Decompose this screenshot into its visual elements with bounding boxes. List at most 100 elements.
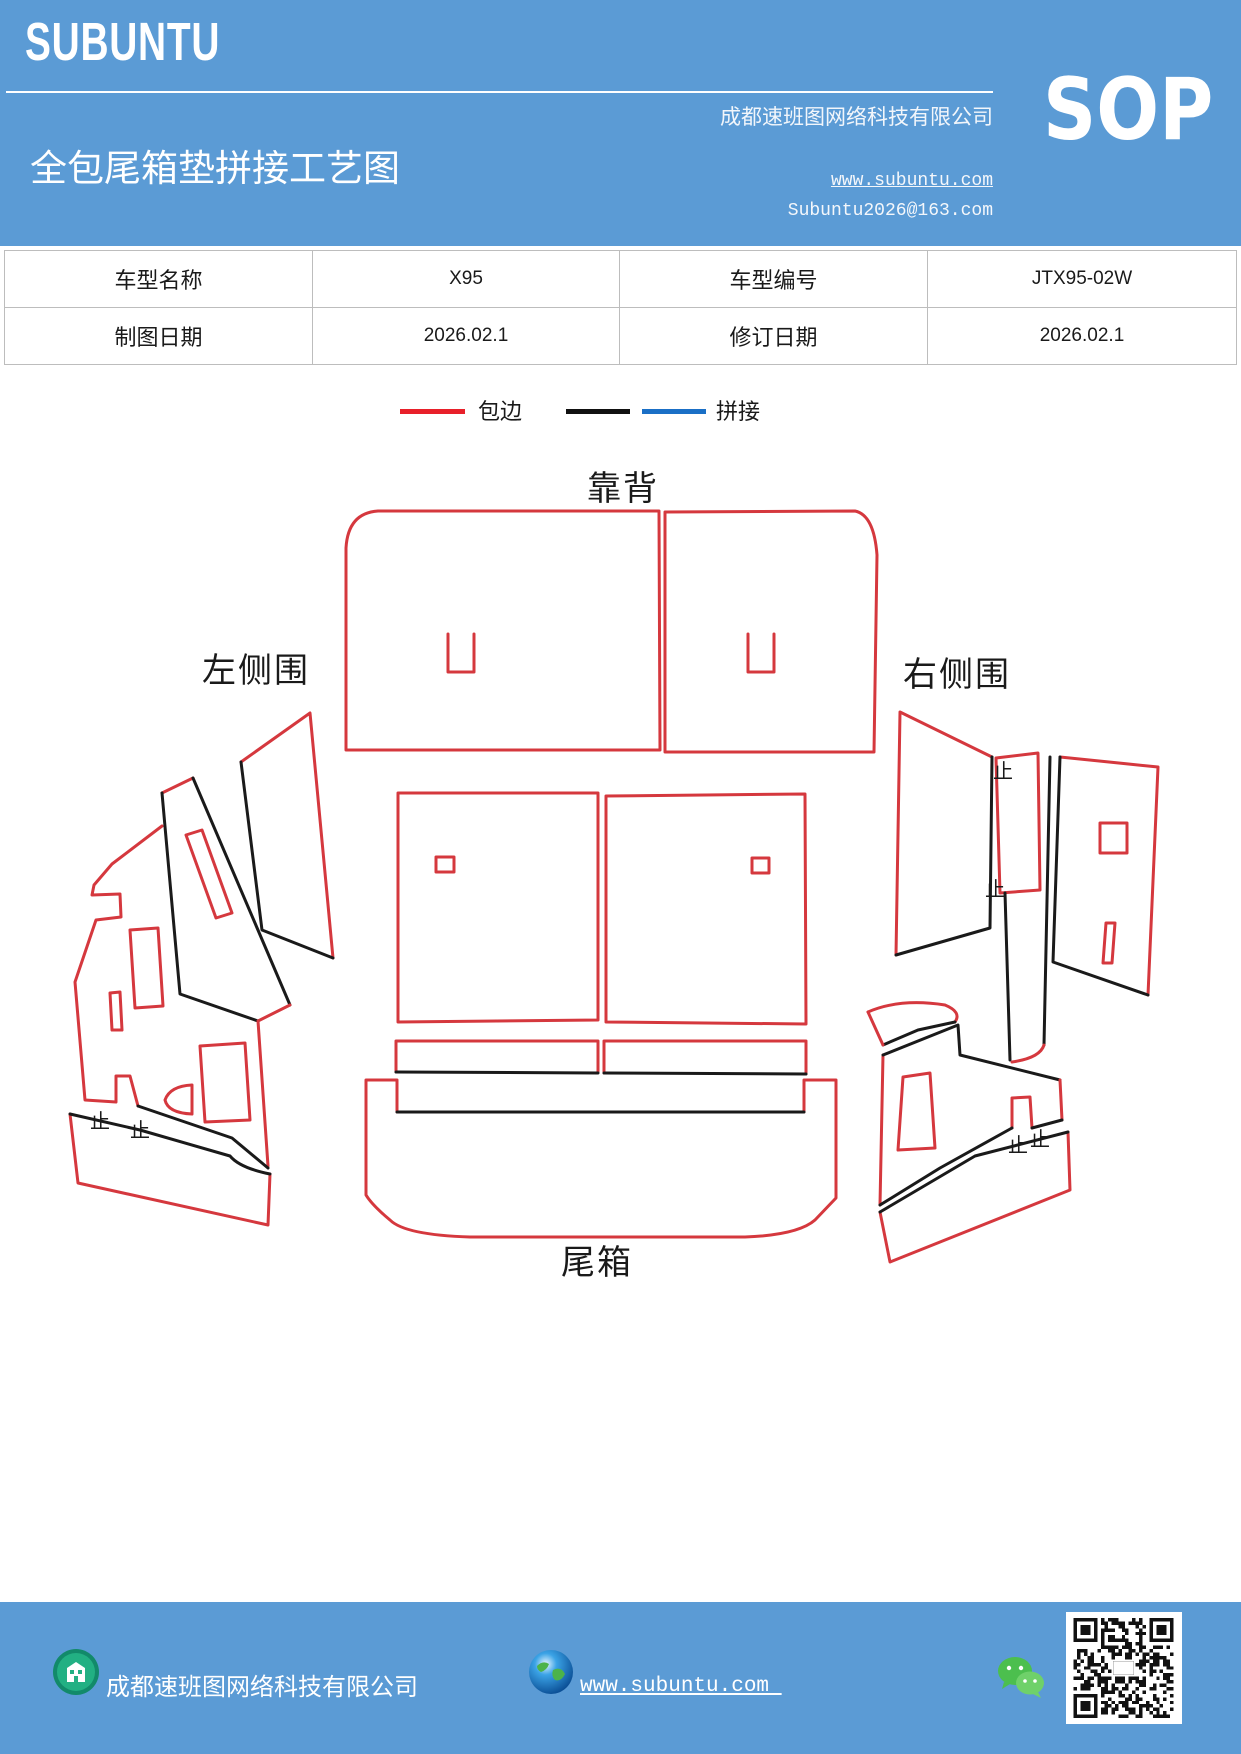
document-title: 全包尾箱垫拼接工艺图: [30, 147, 400, 190]
panel-outline: [604, 792, 808, 1026]
piece-seam: [191, 776, 292, 1007]
piece-edge: [878, 1053, 885, 1207]
model-name-label: 车型名称: [4, 250, 313, 308]
sop-badge: SOP: [1043, 60, 1214, 160]
piece-seam: [878, 1130, 1070, 1214]
legend-black-line: [566, 409, 630, 414]
floor-right-panel: [604, 792, 808, 1026]
stop-mark: 止: [993, 759, 1013, 783]
u-notch: [746, 632, 776, 674]
piece-edge: [73, 824, 164, 1108]
u-notch: [446, 632, 476, 674]
left-side-piece-a: [239, 711, 335, 960]
panel-outline: [344, 509, 662, 752]
piece-seam: [881, 1023, 1062, 1082]
right-side-piece-f: [994, 751, 1052, 1064]
piece-seam: [1030, 1118, 1064, 1130]
trunk-panel: [364, 1078, 838, 1239]
piece-seam: [894, 755, 994, 957]
strip-seam: [602, 1071, 808, 1076]
legend-label-binding: 包边: [478, 400, 523, 425]
strip-edge: [394, 1039, 600, 1074]
square-cutout: [1098, 821, 1129, 855]
piece-seam: [878, 1126, 1014, 1207]
stop-mark: 止: [1030, 1127, 1050, 1151]
square-cutout: [750, 856, 771, 875]
piece-edge: [994, 751, 1042, 895]
rect-cutout: [896, 1071, 937, 1152]
piece-seam: [881, 1020, 957, 1047]
right-side-piece-j: [878, 1130, 1072, 1264]
piece-seam: [136, 1104, 270, 1170]
slot-cutout: [1101, 921, 1117, 965]
legend-blue-line: [642, 409, 706, 414]
stop-mark: 止: [130, 1118, 150, 1142]
backrest-right-panel: [663, 509, 879, 754]
panel-outline: [396, 791, 600, 1024]
piece-edge: [1058, 1078, 1064, 1122]
floor-left-panel: [396, 791, 600, 1024]
strip-right: [602, 1039, 808, 1076]
piece-seam: [239, 760, 335, 960]
brand-logo: SUBUNTU: [25, 12, 221, 72]
piece-seam: [160, 791, 260, 1023]
rect-cutout: [128, 926, 165, 1010]
strip-edge: [602, 1039, 808, 1076]
piece-edge: [866, 1010, 885, 1047]
strip-left: [394, 1039, 600, 1075]
stop-mark: 止: [90, 1109, 110, 1133]
piece-edge: [1058, 755, 1160, 997]
trunk-edge: [364, 1078, 838, 1239]
website-link[interactable]: www.subuntu.com: [830, 171, 993, 191]
mat-layout-diagram: 靠背 左侧围 右侧围 尾箱: [68, 469, 1160, 1283]
rect-cutout: [108, 990, 124, 1032]
table-row: 车型名称 X95 车型编号 JTX95-02W: [4, 250, 1237, 308]
footer-banner: 成都速班图网络科技有限公司 www.subuntu.com: [0, 1602, 1241, 1754]
piece-edge: [894, 710, 994, 957]
stop-mark: 止: [985, 877, 1005, 901]
header-divider: [6, 91, 993, 93]
piece-seam: [1051, 755, 1150, 997]
drawing-date-value: 2026.02.1: [312, 307, 620, 365]
table-row: 制图日期 2026.02.1 修订日期 2026.02.1: [4, 307, 1237, 365]
qr-code: [1073, 1618, 1174, 1718]
backrest-left-panel: [344, 509, 662, 752]
model-name-value: X95: [312, 250, 620, 308]
wechat-icon: [998, 1657, 1044, 1698]
revision-date-label: 修订日期: [619, 307, 928, 365]
model-code-label: 车型编号: [619, 250, 928, 308]
piece-edge: [256, 1019, 270, 1168]
company-name: 成都速班图网络科技有限公司: [720, 105, 993, 129]
panel-outline: [663, 509, 879, 754]
drawing-date-label: 制图日期: [4, 307, 313, 365]
legend-label-seam: 拼接: [716, 400, 761, 425]
piece-seam: [1042, 755, 1052, 1047]
globe-icon: [529, 1650, 573, 1694]
left-side-piece-b: [160, 776, 292, 1023]
piece-edge: [866, 1001, 959, 1024]
legend-red-line: [400, 409, 465, 414]
label-right-side: 右侧围: [903, 655, 1011, 695]
piece-edge: [68, 1112, 272, 1227]
round-cutout: [163, 1083, 194, 1116]
piece-edge: [1010, 1043, 1046, 1064]
qr-code-frame: [1066, 1612, 1182, 1724]
piece-edge: [239, 711, 335, 960]
label-left-side: 左侧围: [202, 651, 310, 691]
right-side-piece-e: [894, 710, 994, 957]
right-side-piece-i: [878, 1023, 1064, 1207]
contact-email: Subuntu2026@163.com: [787, 201, 993, 221]
square-cutout: [434, 855, 456, 874]
revision-date-value: 2026.02.1: [927, 307, 1237, 365]
model-code-value: JTX95-02W: [927, 250, 1237, 308]
piece-seam: [68, 1112, 272, 1176]
left-side-piece-c: [73, 824, 270, 1170]
building-icon: [53, 1649, 99, 1695]
footer-company-name: 成都速班图网络科技有限公司: [106, 1673, 418, 1701]
label-backrest: 靠背: [587, 469, 659, 509]
stop-mark: 止: [1008, 1133, 1028, 1157]
notch-cutout: [1010, 1095, 1034, 1130]
footer-website-link[interactable]: www.subuntu.com: [580, 1675, 782, 1698]
piece-edge: [256, 1003, 292, 1023]
